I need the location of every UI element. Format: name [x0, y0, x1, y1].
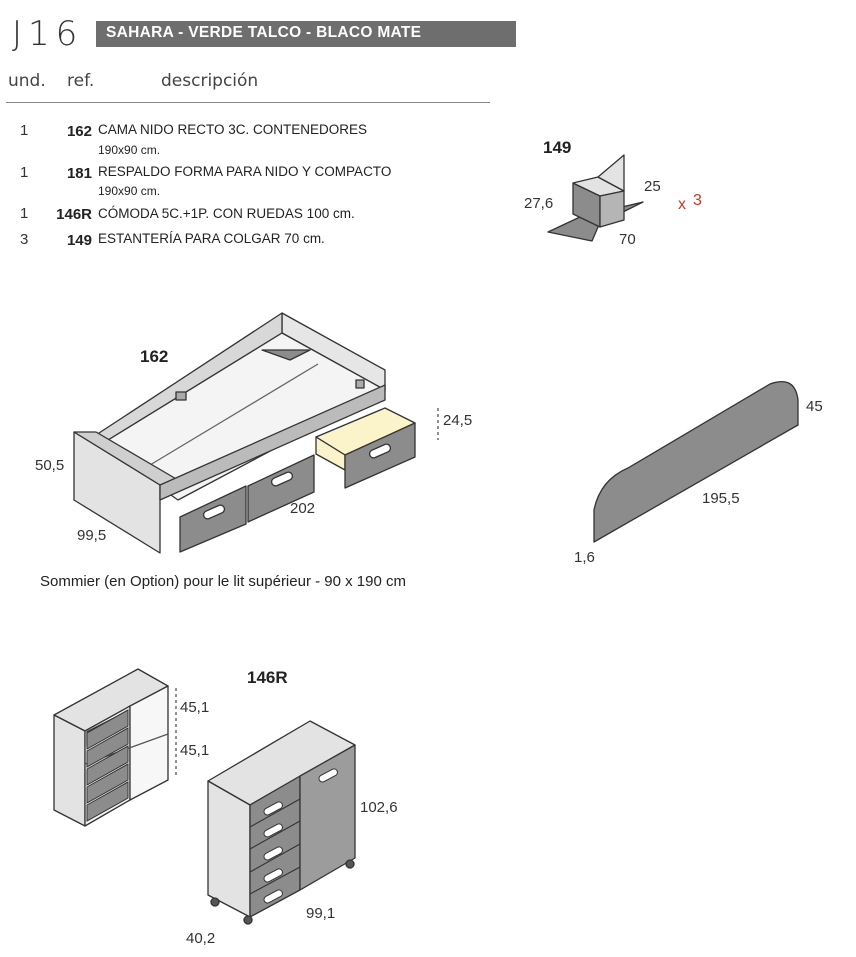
- shelf-dim-width: 70: [619, 231, 636, 248]
- item-desc: CÓMODA 5C.+1P. CON RUEDAS 100 cm.: [98, 206, 355, 221]
- item-desc: CAMA NIDO RECTO 3C. CONTENEDORES: [98, 122, 368, 137]
- catalog-code: J16: [12, 14, 84, 54]
- item-desc: RESPALDO FORMA PARA NIDO Y COMPACTO: [98, 164, 392, 179]
- multiplier-x: x: [678, 196, 686, 213]
- col-und: und.: [8, 71, 46, 91]
- shelf-dim-height: 25: [644, 178, 661, 195]
- bed-label: 162: [140, 347, 169, 366]
- dresser-dim-width: 99,1: [306, 905, 336, 922]
- small-dresser-drawers: [86, 709, 129, 822]
- title-bar: [96, 21, 516, 47]
- bed-drawing: [73, 312, 439, 554]
- item-ref: 149: [66, 232, 92, 249]
- headboard-dim-thickness: 1,6: [574, 549, 595, 566]
- shelf-drawing: [547, 154, 644, 242]
- bed-dim-height: 50,5: [35, 457, 65, 474]
- headboard-dim-length: 195,5: [702, 490, 740, 507]
- item-qty: 3: [20, 231, 29, 248]
- shelf-label: 149: [543, 138, 572, 157]
- multiplier-count: 3: [693, 192, 702, 209]
- dresser-dim-depth: 40,2: [186, 930, 216, 947]
- bed-dim-depth: 99,5: [77, 527, 107, 544]
- dresser-dim-height: 102,6: [360, 799, 398, 816]
- dresser-handles: [263, 768, 338, 904]
- col-desc: descripción: [161, 71, 259, 91]
- sommier-note: Sommier (en Option) pour le lit supérieu…: [40, 573, 406, 590]
- dresser-dim-upper: 45,1: [180, 699, 210, 716]
- bed-dim-length: 202: [290, 500, 316, 517]
- bed-dim-drawer-height: 24,5: [443, 412, 473, 429]
- item-qty: 1: [20, 164, 29, 181]
- item-sub: 190x90 cm.: [98, 184, 161, 198]
- item-ref: 146R: [56, 206, 92, 223]
- item-qty: 1: [20, 205, 29, 222]
- item-qty: 1: [20, 122, 29, 139]
- dresser-label: 146R: [247, 668, 288, 687]
- dresser-drawer-lines: [249, 798, 301, 895]
- item-ref: 181: [66, 165, 92, 182]
- headboard-dim-height: 45: [806, 398, 823, 415]
- headboard-drawing: [593, 380, 799, 543]
- header-rule: [6, 102, 490, 103]
- dresser-closed-view: [207, 720, 356, 925]
- item-ref: 162: [66, 123, 92, 140]
- col-ref: ref.: [67, 71, 95, 91]
- shelf-dim-depth: 27,6: [524, 195, 554, 212]
- item-desc: ESTANTERÍA PARA COLGAR 70 cm.: [98, 231, 325, 246]
- title-text: SAHARA - VERDE TALCO - BLACO MATE: [106, 24, 422, 41]
- item-sub: 190x90 cm.: [98, 143, 161, 157]
- dresser-open-view: [53, 668, 177, 827]
- dresser-dim-lower: 45,1: [180, 742, 210, 759]
